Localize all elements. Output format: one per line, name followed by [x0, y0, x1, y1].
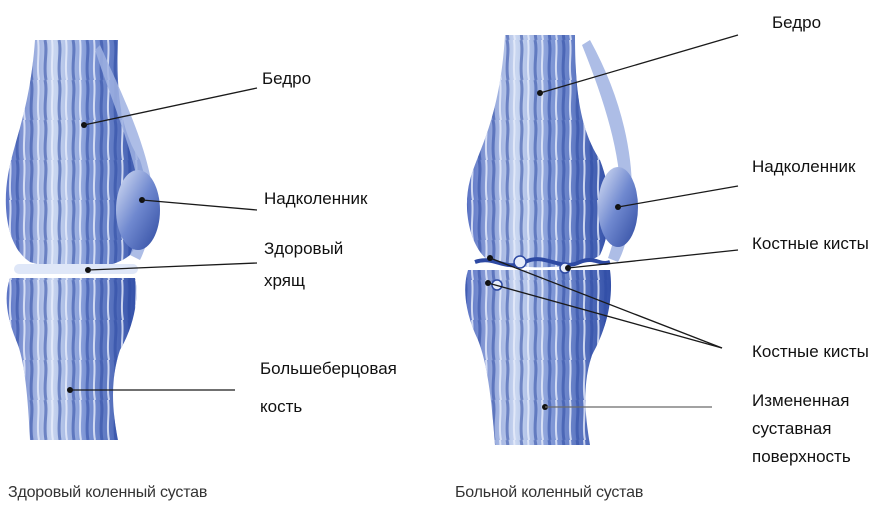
- label-healthy-cartilage-line1: Здоровый: [264, 236, 343, 262]
- caption-diseased-knee: Больной коленный сустав: [455, 484, 643, 502]
- label-healthy-cartilage-line2: хрящ: [264, 268, 305, 294]
- diseased-knee-illustration: [465, 35, 638, 445]
- label-healthy-tibia-line1: Большеберцовая: [260, 356, 397, 382]
- label-diseased-cysts-upper: Костные кисты: [752, 231, 869, 257]
- label-healthy-tibia-line2: кость: [260, 394, 302, 420]
- label-healthy-femur: Бедро: [262, 66, 311, 92]
- label-diseased-surface-line1: Измененная: [752, 388, 849, 414]
- label-diseased-cysts-lower: Костные кисты: [752, 339, 869, 365]
- caption-healthy-knee: Здоровый коленный сустав: [8, 484, 207, 502]
- healthy-patella: [116, 170, 160, 250]
- label-diseased-surface-line2: суставная: [752, 416, 831, 442]
- label-healthy-patella: Надколенник: [264, 186, 367, 212]
- label-diseased-surface-line3: поверхность: [752, 444, 851, 470]
- healthy-knee-illustration: [6, 40, 160, 440]
- label-diseased-patella: Надколенник: [752, 154, 855, 180]
- label-diseased-femur: Бедро: [772, 10, 821, 36]
